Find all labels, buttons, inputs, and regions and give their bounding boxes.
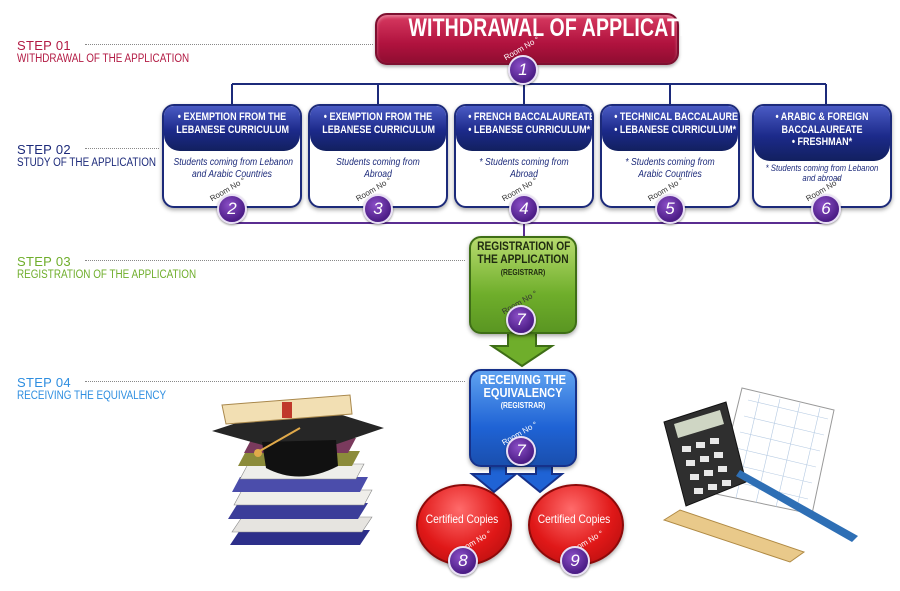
registration-text: REGISTRATION OF THE APPLICATION (REGISTR… bbox=[469, 240, 577, 279]
receiving-line-1: RECEIVING THE bbox=[480, 372, 566, 387]
study-card-4-note: * Students coming from Arabic Countries bbox=[602, 157, 738, 181]
study-card-5-head-line-2: BACCALAUREATE bbox=[781, 123, 863, 136]
study-card-5: • ARABIC & FOREIGN BACCALAUREATE • FRESH… bbox=[752, 104, 892, 208]
study-card-1-head-line-2: LEBANESE CURRICULUM bbox=[176, 124, 289, 136]
calculator-notepad-illustration bbox=[662, 387, 858, 563]
receiving-sub: (REGISTRAR) bbox=[500, 401, 546, 410]
room-disc-6: 6 bbox=[811, 194, 841, 224]
study-card-1-head: • EXEMPTION FROM THE LEBANESE CURRICULUM bbox=[164, 106, 300, 151]
study-card-2-head-line-2: LEBANESE CURRICULUM bbox=[322, 124, 435, 136]
study-card-5-head-line-1: • ARABIC & FOREIGN bbox=[775, 111, 869, 123]
study-card-1: • EXEMPTION FROM THE LEBANESE CURRICULUM… bbox=[162, 104, 302, 208]
study-card-4-note-line-2: Arabic Countries bbox=[638, 169, 702, 180]
books-illustration bbox=[212, 394, 384, 545]
study-card-3-note-line-1: * Students coming from bbox=[479, 157, 569, 168]
study-card-2-head-line-1: • EXEMPTION FROM THE bbox=[323, 111, 433, 123]
study-card-4: • TECHNICAL BACCALAUREATE • LEBANESE CUR… bbox=[600, 104, 740, 208]
study-card-1-note: Students coming from Lebanon and Arabic … bbox=[164, 157, 300, 181]
study-card-2-note-line-2: Abroad bbox=[364, 169, 392, 180]
study-card-3-note-line-2: Abroad bbox=[510, 169, 538, 180]
study-card-4-note-line-1: * Students coming from bbox=[625, 157, 715, 168]
study-card-1-head-line-1: • EXEMPTION FROM THE bbox=[177, 111, 287, 123]
registration-line-1: REGISTRATION OF bbox=[477, 239, 571, 253]
study-card-4-head: • TECHNICAL BACCALAUREATE • LEBANESE CUR… bbox=[602, 106, 738, 151]
room-disc-5: 5 bbox=[655, 194, 685, 224]
certified-copies-2-label: Certified Copies bbox=[537, 512, 611, 526]
study-card-3-head-line-2: • LEBANESE CURRICULUM* bbox=[468, 124, 591, 136]
study-card-2: • EXEMPTION FROM THE LEBANESE CURRICULUM… bbox=[308, 104, 448, 208]
study-card-2-note: Students coming from Abroad bbox=[310, 157, 446, 181]
step-03-number: STEP 03 bbox=[17, 254, 71, 269]
step-02-connector bbox=[85, 148, 159, 149]
receiving-line-2: EQUIVALENCY bbox=[483, 385, 563, 400]
room-disc-2: 2 bbox=[217, 194, 247, 224]
study-card-2-note-line-1: Students coming from bbox=[336, 157, 420, 168]
study-card-3-note: * Students coming from Abroad bbox=[456, 157, 592, 181]
room-disc-4: 4 bbox=[509, 194, 539, 224]
step-01-connector bbox=[85, 44, 373, 45]
step-01-label: STEP 01 WITHDRAWAL OF THE APPLICATION bbox=[17, 38, 217, 65]
step-01-number: STEP 01 bbox=[17, 38, 71, 53]
study-card-4-head-line-1: • TECHNICAL BACCALAUREATE bbox=[614, 111, 739, 123]
receiving-text: RECEIVING THE EQUIVALENCY (REGISTRAR) bbox=[469, 373, 577, 412]
withdrawal-title: WITHDRAWAL OF APPLICATION bbox=[408, 14, 715, 42]
room-disc-7a: 7 bbox=[506, 305, 536, 335]
study-card-1-note-line-2: and Arabic Countries bbox=[191, 169, 272, 180]
study-card-1-note-line-1: Students coming from Lebanon bbox=[173, 157, 294, 168]
room-disc-7b: 7 bbox=[506, 436, 536, 466]
study-card-3-head: • FRENCH BACCALAUREATE • LEBANESE CURRIC… bbox=[456, 106, 592, 151]
green-arrow bbox=[488, 329, 556, 368]
room-disc-3: 3 bbox=[363, 194, 393, 224]
study-card-2-head: • EXEMPTION FROM THE LEBANESE CURRICULUM bbox=[310, 106, 446, 151]
step-01-title: WITHDRAWAL OF THE APPLICATION bbox=[17, 53, 190, 65]
certified-copies-1-label: Certified Copies bbox=[425, 512, 499, 526]
step-04-label: STEP 04 RECEIVING THE EQUIVALENCY bbox=[17, 375, 190, 402]
step-03-label: STEP 03 REGISTRATION OF THE APPLICATION bbox=[17, 254, 225, 281]
study-card-3-head-line-1: • FRENCH BACCALAUREATE bbox=[468, 111, 594, 123]
room-disc-9: 9 bbox=[560, 546, 590, 576]
step-03-title: REGISTRATION OF THE APPLICATION bbox=[17, 269, 197, 281]
study-card-5-head-line-3: • FRESHMAN* bbox=[791, 136, 853, 148]
study-card-5-note-line-1: * Students coming from Lebanon bbox=[765, 163, 879, 173]
room-disc-8: 8 bbox=[448, 546, 478, 576]
step-04-title: RECEIVING THE EQUIVALENCY bbox=[17, 390, 167, 402]
registration-line-2: THE APPLICATION bbox=[477, 252, 569, 266]
step-04-number: STEP 04 bbox=[17, 375, 71, 390]
step-02-number: STEP 02 bbox=[17, 142, 71, 157]
study-card-5-note-line-2: and abroad bbox=[802, 173, 842, 183]
study-card-4-head-line-2: • LEBANESE CURRICULUM* bbox=[614, 124, 737, 136]
step-02-title: STUDY OF THE APPLICATION bbox=[17, 157, 157, 169]
registration-sub: (REGISTRAR) bbox=[500, 268, 546, 277]
study-card-5-note: * Students coming from Lebanon and abroa… bbox=[754, 163, 890, 183]
study-card-3: • FRENCH BACCALAUREATE • LEBANESE CURRIC… bbox=[454, 104, 594, 208]
step-04-connector bbox=[85, 381, 465, 382]
room-disc-1: 1 bbox=[508, 55, 538, 85]
step-02-label: STEP 02 STUDY OF THE APPLICATION bbox=[17, 142, 179, 169]
study-card-5-head: • ARABIC & FOREIGN BACCALAUREATE • FRESH… bbox=[754, 106, 890, 161]
step-03-connector bbox=[85, 260, 465, 261]
